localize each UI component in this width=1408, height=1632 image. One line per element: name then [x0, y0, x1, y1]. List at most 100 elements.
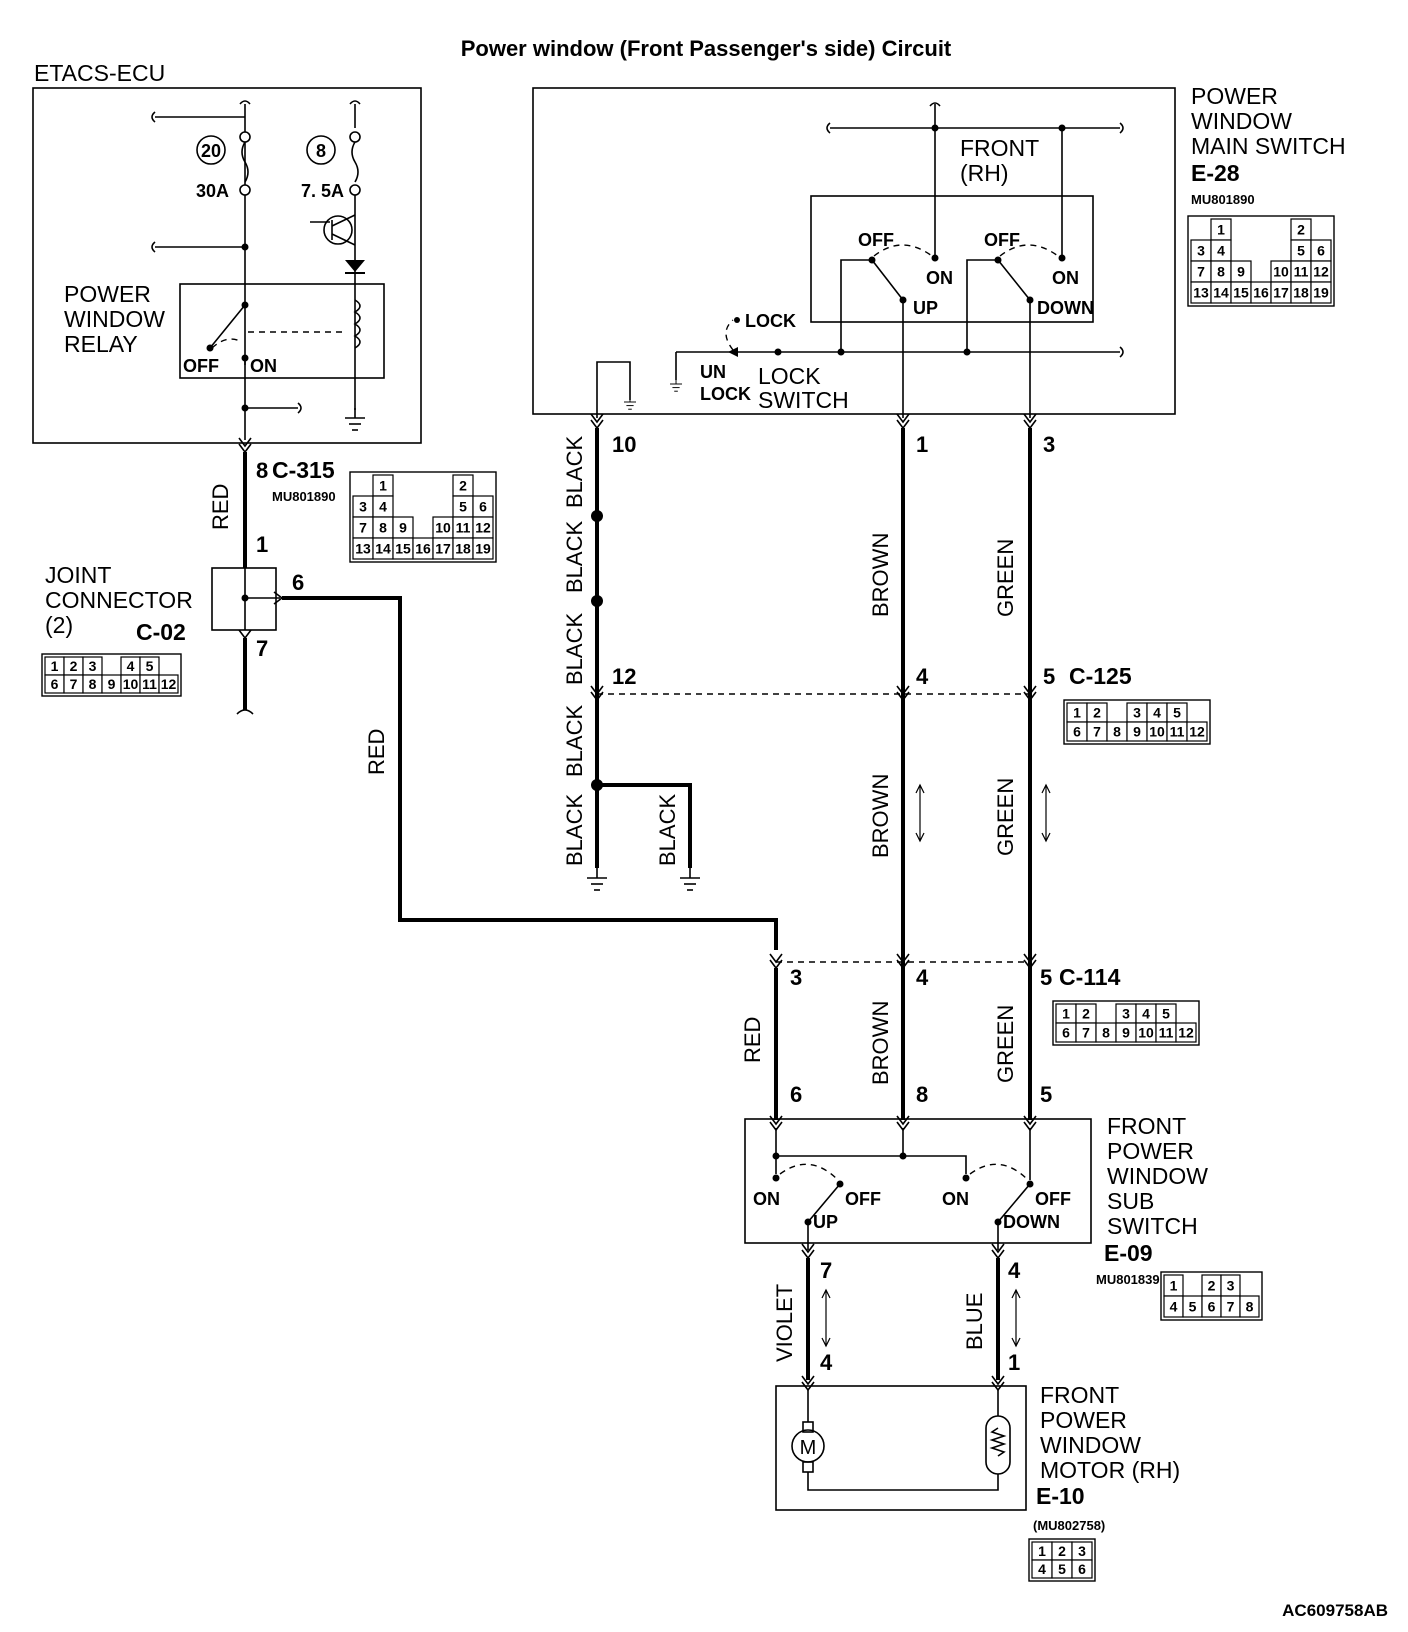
relay-label-line1: POWER	[64, 281, 151, 307]
connector-pin-number: 9	[1237, 264, 1245, 280]
jc-code: C-02	[136, 619, 186, 645]
connector-frame	[349, 471, 497, 563]
connector-pin-number: 19	[475, 541, 491, 557]
sub-down-on-label: ON	[942, 1189, 969, 1209]
motor-symbol: M	[800, 1437, 817, 1459]
pin-c125-4: 4	[916, 664, 929, 689]
connector-pin-number: 5	[1162, 1006, 1170, 1022]
lock-switch-label-line2: SWITCH	[758, 387, 849, 413]
relay-contact-arm	[209, 304, 246, 349]
connector-pin-number: 5	[1058, 1561, 1066, 1577]
wire-label-blue: BLUE	[962, 1293, 987, 1350]
lock-switch-label-line1: LOCK	[758, 363, 821, 389]
connector-pin-number: 8	[1113, 724, 1121, 740]
pin-e10-1: 1	[1008, 1350, 1020, 1375]
wire-label-red-3: RED	[740, 1017, 765, 1063]
wire-label-brown-3: BROWN	[868, 1001, 893, 1085]
connector-pin-number: 1	[1073, 705, 1081, 721]
arrow-updown-icon	[821, 1289, 831, 1347]
connector-pin-number: 9	[1133, 724, 1141, 740]
connector-pin-number: 13	[1193, 285, 1209, 301]
connector-pin-cell	[1071, 1559, 1093, 1579]
motor-label-line2: POWER	[1040, 1407, 1127, 1433]
pin-jc-6: 6	[292, 570, 304, 595]
connector-pin-number: 11	[1170, 724, 1185, 740]
connector-pin-number: 11	[1294, 264, 1309, 280]
etacs-ecu-label: ETACS-ECU	[34, 60, 165, 86]
wire-label-black-5: BLACK	[562, 794, 587, 866]
arrow-updown-icon	[915, 784, 925, 842]
connector-pin-number: 11	[456, 520, 471, 536]
connector-pin-number: 4	[379, 499, 387, 515]
etacs-ecu: ETACS-ECU 20 30A 8 7. 5A	[32, 60, 422, 444]
connector-pin-number: 15	[1233, 285, 1249, 301]
connector-pin-number: 6	[1317, 243, 1325, 259]
motor-code: E-10	[1036, 1483, 1085, 1509]
main-switch-code: E-28	[1191, 160, 1240, 186]
connector-pin-number: 12	[1189, 724, 1205, 740]
connector-pin-number: 3	[1122, 1006, 1130, 1022]
connector-pin-number: 7	[1197, 264, 1205, 280]
connector-frame	[1052, 1000, 1200, 1046]
connector-pin-number: 9	[108, 676, 116, 692]
relay-label-line3: RELAY	[64, 331, 138, 357]
front-power-window-motor: FRONT POWER WINDOW MOTOR (RH) E-10 (MU80…	[775, 1382, 1180, 1582]
connector-pin-number: 4	[1142, 1006, 1150, 1022]
connector-pin-number: 10	[435, 520, 451, 536]
connector-pin-number: 1	[1217, 222, 1225, 238]
connector-pin-number: 2	[459, 478, 467, 494]
connector-pin-number: 6	[1208, 1299, 1216, 1315]
connector-pin-number: 5	[146, 658, 154, 674]
thermistor-icon	[985, 1415, 1011, 1475]
connector-pin-number: 18	[455, 541, 471, 557]
connector-pin-number: 10	[1273, 264, 1289, 280]
connector-pin-number: 6	[1073, 724, 1081, 740]
jc-label-line1: JOINT	[45, 562, 111, 588]
wire-label-brown-1: BROWN	[868, 533, 893, 617]
connector-pin-number: 5	[1297, 243, 1305, 259]
connector-pin-number: 2	[1208, 1278, 1216, 1294]
connector-pin-number: 11	[1159, 1025, 1174, 1041]
connector-pin-number: 12	[475, 520, 491, 536]
connector-pin-number: 3	[89, 658, 97, 674]
pin-e09-7: 7	[820, 1258, 832, 1283]
fuse-8-badge	[306, 135, 336, 165]
connector-pin-cell	[472, 537, 494, 560]
pin-c315-8: 8	[256, 458, 268, 483]
connector-pin-cell	[1310, 281, 1332, 304]
wire-label-black-6: BLACK	[655, 794, 680, 866]
connector-pin-number: 2	[1082, 1006, 1090, 1022]
connector-pin-number: 3	[1078, 1543, 1086, 1559]
connector-pin-number: 4	[1038, 1561, 1046, 1577]
pin-c125-5: 5	[1043, 664, 1055, 689]
wire-label-green-2: GREEN	[993, 778, 1018, 856]
sub-up-label: UP	[813, 1212, 838, 1232]
power-window-relay-box	[179, 283, 385, 379]
motor-label-line3: WINDOW	[1040, 1432, 1141, 1458]
sub-up-switch-arm	[807, 1183, 841, 1223]
pin-e28-3: 3	[1043, 432, 1055, 457]
connector-frame	[1063, 699, 1211, 745]
c315-part-no: MU801890	[272, 489, 336, 504]
connector-frame	[1160, 1271, 1263, 1321]
sub-down-switch-arm	[997, 1183, 1031, 1223]
sub-down-off-label: OFF	[1035, 1189, 1071, 1209]
connector-pin-number: 7	[1093, 724, 1101, 740]
reference-code: AC609758AB	[1282, 1601, 1388, 1620]
jc-label-line3: (2)	[45, 612, 73, 638]
connector-pin-number: 2	[70, 658, 78, 674]
connector-pin-number: 17	[435, 541, 451, 557]
connector-pin-number: 3	[359, 499, 367, 515]
main-up-label: UP	[913, 298, 938, 318]
unlock-label-line1: UN	[700, 362, 726, 382]
sub-down-label: DOWN	[1003, 1212, 1060, 1232]
sub-switch-label-line4: SUB	[1107, 1188, 1154, 1214]
pin-e28-10: 10	[612, 432, 636, 457]
connector-pin-number: 6	[479, 499, 487, 515]
diagram-title: Power window (Front Passenger's side) Ci…	[461, 36, 952, 61]
